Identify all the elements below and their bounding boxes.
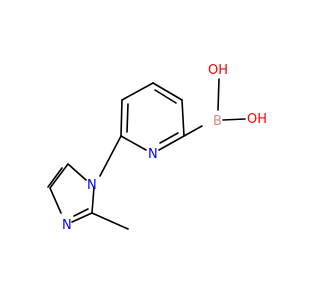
bond — [71, 212, 93, 223]
bond — [121, 82, 154, 101]
bond — [159, 132, 179, 144]
atom-label-oh1: OH — [208, 63, 228, 78]
bonds — [47, 78, 246, 230]
bond — [126, 103, 129, 133]
bond — [99, 135, 122, 177]
molecule-structure: B OH OH N N N — [47, 63, 267, 233]
bond — [152, 82, 183, 101]
bond — [91, 186, 95, 214]
bond — [154, 89, 177, 104]
atom-labels: B OH OH N N N — [62, 63, 267, 233]
bond — [67, 163, 87, 181]
bond — [91, 212, 129, 230]
bond — [47, 167, 63, 188]
bond — [49, 163, 69, 189]
bond — [120, 135, 147, 151]
atom-label-n-pyridine: N — [148, 147, 158, 162]
bond — [73, 208, 89, 217]
atom-label-b: B — [213, 114, 222, 129]
bond — [222, 118, 246, 121]
atom-label-n1-imidazole: N — [87, 178, 97, 193]
atom-label-oh2: OH — [247, 112, 267, 127]
bond — [217, 78, 220, 111]
bond — [158, 135, 185, 151]
bond — [120, 99, 123, 137]
bond — [181, 99, 185, 137]
bond — [183, 125, 203, 137]
bond — [49, 187, 62, 214]
atom-label-n3-imidazole: N — [62, 218, 72, 233]
structure-canvas: B OH OH N N N — [47, 63, 267, 233]
